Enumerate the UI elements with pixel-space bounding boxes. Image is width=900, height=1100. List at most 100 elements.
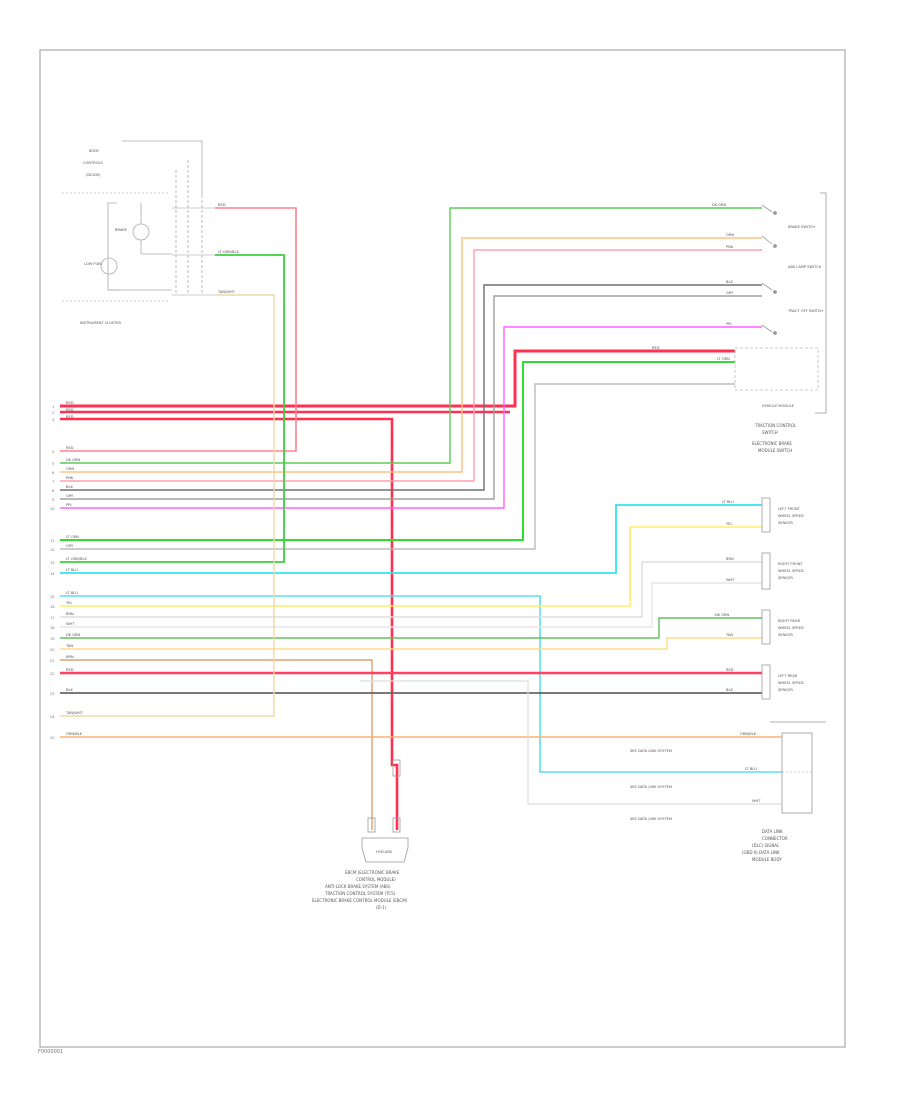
dlc-label-5: MODULE BODY: [752, 857, 782, 862]
rl-lt-blu-2: LT BLU: [745, 767, 757, 771]
bottom-caption-6: (D-1): [376, 905, 387, 910]
wire-8: [60, 284, 762, 491]
svg-text:LT BLU: LT BLU: [66, 591, 78, 595]
wire-12: [60, 383, 735, 550]
svg-text:12: 12: [50, 548, 55, 552]
svg-text:RED: RED: [66, 668, 74, 672]
svg-text:RED: RED: [66, 408, 74, 412]
brake-switch-label: BRAKE SWITCH: [788, 225, 815, 229]
cluster-out-label-3: TAN/WHT: [217, 290, 236, 294]
wire-dlc-wht: [360, 680, 782, 805]
wire-11: [60, 361, 735, 541]
cluster-header-3: (DIODE): [86, 173, 101, 177]
svg-text:6: 6: [52, 471, 55, 475]
rl-wht-2: WHT: [752, 799, 761, 803]
wire-group: [60, 207, 782, 830]
svg-text:3: 3: [52, 418, 54, 422]
wire-1: [60, 349, 735, 408]
pin-row-5: 5DK GRN: [52, 458, 81, 466]
svg-text:BLK: BLK: [66, 688, 73, 692]
svg-text:16: 16: [50, 605, 55, 609]
pin-row-7: 7 PNK: [52, 476, 74, 484]
pin-row-6: 6 ORN: [52, 467, 74, 475]
pin-row-25: 25 ORN/BLK: [50, 732, 83, 740]
rl-pnk: PNK: [726, 245, 734, 249]
rl-yel: YEL: [726, 522, 732, 526]
svg-text:GRY: GRY: [66, 544, 74, 548]
rl-blk-2: BLK: [726, 688, 733, 692]
dlc-label-4: (OBD II) DATA LINK: [742, 850, 780, 855]
svg-text:13: 13: [50, 561, 55, 565]
bottom-caption-3: ANTI-LOCK BRAKE SYSTEM (ABS): [325, 884, 391, 889]
lf-sensor-line-3: SENSOR: [778, 521, 793, 525]
rl-wht: WHT: [726, 578, 735, 582]
dlc-note-2: SEE DATA LINK SYSTEM: [630, 785, 672, 789]
svg-text:20: 20: [50, 648, 55, 652]
cluster-header-2: CONTROLS: [83, 161, 104, 165]
svg-text:LT GRN: LT GRN: [66, 535, 79, 539]
svg-text:RED: RED: [66, 415, 74, 419]
cluster-header-1: BODY: [89, 149, 100, 153]
dlc-note-1: SEE DATA LINK SYSTEM: [630, 749, 672, 753]
wire-10: [60, 326, 762, 509]
lr-sensor-line-3: SENSOR: [778, 688, 793, 692]
svg-text:TAN: TAN: [65, 644, 73, 648]
vehicle-module-line-4: MODULE SWITCH: [758, 448, 792, 453]
pin-row-2: 2 RED: [52, 408, 74, 415]
lf-sensor-icon: [761, 497, 771, 533]
svg-text:PNK: PNK: [66, 476, 74, 480]
rf-sensor-icon: [761, 552, 771, 590]
svg-text:7: 7: [52, 480, 54, 484]
wire-24: [60, 294, 275, 717]
wire-13: [60, 254, 285, 563]
svg-text:11: 11: [50, 539, 55, 543]
svg-text:25: 25: [50, 736, 55, 740]
cluster-internal-left: [107, 202, 120, 291]
wire-15: [60, 595, 782, 773]
svg-text:ORN: ORN: [66, 467, 74, 471]
pin-row-11: 11 LT GRN: [50, 535, 79, 543]
svg-text:22: 22: [50, 672, 55, 676]
rl-red-2: RED: [726, 668, 734, 672]
bottom-caption-1: EBCM (ELECTRONIC BRAKE: [345, 870, 400, 875]
svg-text:ORN/BLK: ORN/BLK: [66, 732, 83, 736]
wire-5: [60, 207, 762, 464]
rl-tan: TAN: [725, 633, 733, 637]
rl-blk: BLK: [726, 280, 733, 284]
bottom-module-connector-1: [367, 817, 376, 833]
brake-lamp-icon: [132, 223, 150, 241]
svg-text:YEL: YEL: [66, 601, 72, 605]
svg-text:GRY: GRY: [66, 494, 74, 498]
vehicle-module-line-1: TRACTION CONTROL: [754, 423, 797, 428]
cluster-name: INSTRUMENT CLUSTER: [80, 321, 121, 325]
cluster-header-bracket: [122, 140, 203, 195]
lr-sensor-line-2: WHEEL SPEED: [778, 681, 804, 685]
wire-17: [60, 561, 762, 618]
svg-text:PPL: PPL: [66, 503, 72, 507]
svg-text:BRN: BRN: [66, 655, 74, 659]
dlc-label-1: DATA LINK: [762, 829, 783, 834]
rf-sensor-line-3: SENSOR: [778, 576, 793, 580]
svg-text:2: 2: [52, 411, 54, 415]
pin-row-12: 12 GRY: [50, 544, 74, 552]
pin-row-22: 22 RED: [50, 668, 74, 676]
svg-text:5: 5: [52, 462, 54, 466]
bottom-caption-5: ELECTRONIC BRAKE CONTROL MODULE (EBCM): [312, 898, 408, 903]
lr-sensor-icon: [761, 664, 771, 700]
pin-row-3: 3 RED: [52, 415, 74, 422]
svg-text:18: 18: [50, 626, 55, 630]
wire-19: [60, 617, 762, 639]
rl-orn: ORN: [726, 233, 734, 237]
dlc-note-3: SEE DATA LINK SYSTEM: [630, 817, 672, 821]
rl-brn: BRN: [726, 557, 734, 561]
dlc-label-2: CONNECTOR: [762, 836, 788, 841]
